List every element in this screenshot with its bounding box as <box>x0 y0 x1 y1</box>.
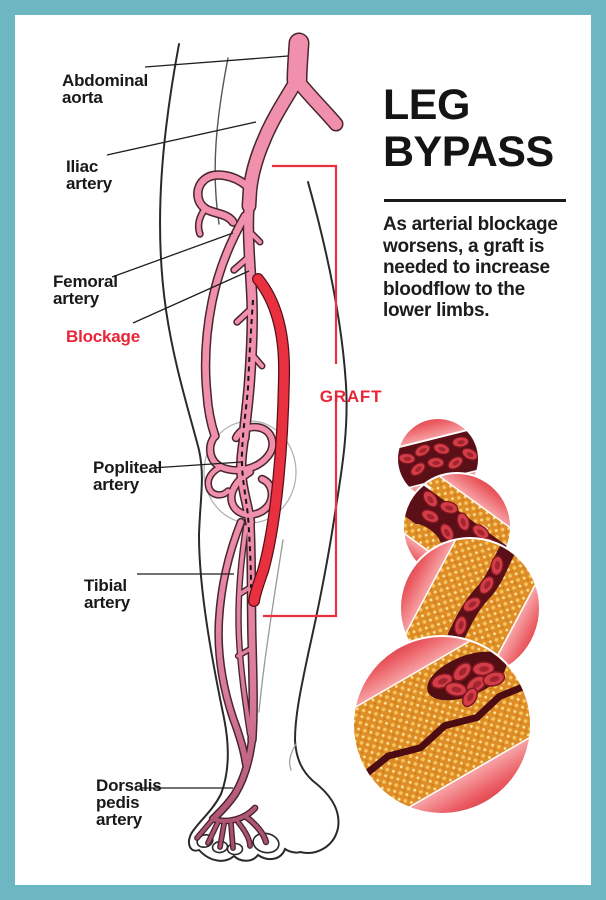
iliac-artery-leader <box>106 121 257 156</box>
femoral-artery-leader <box>111 232 234 278</box>
poster-description: As arterial blockage worsens, a graft is… <box>383 214 558 321</box>
graft-label: GRAFT <box>319 387 383 406</box>
femoral-artery-label: Femoral artery <box>53 272 118 308</box>
blockage-stage-insets <box>352 417 541 815</box>
graft-bracket <box>263 164 338 618</box>
artery-tree <box>197 43 336 848</box>
abdominal-aorta-leader <box>144 55 289 68</box>
blockage-leader <box>132 270 250 324</box>
poster-title: LEG BYPASS <box>383 81 554 176</box>
artery-stage-severe-blockage <box>352 635 532 815</box>
tibial-artery-label: Tibial artery <box>84 576 131 612</box>
iliac-artery-label: Iliac artery <box>66 157 113 193</box>
title-divider <box>384 199 566 202</box>
popliteal-artery-label: Popliteal artery <box>93 458 163 494</box>
label-leader-lines <box>106 55 289 789</box>
graft-vessel <box>248 273 291 607</box>
blockage-label: Blockage <box>66 327 140 346</box>
blockage-dashed-line <box>240 299 254 589</box>
popliteal-artery-leader <box>151 461 243 469</box>
abdominal-aorta-label: Abdominal aorta <box>62 71 149 107</box>
dorsalis-pedis-artery-label: Dorsalis pedis artery <box>96 776 162 829</box>
